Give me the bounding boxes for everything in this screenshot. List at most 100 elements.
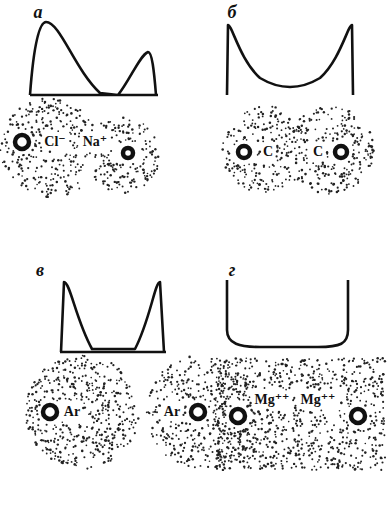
cloud-dot	[328, 193, 330, 195]
cloud-dot	[154, 156, 157, 159]
cloud-dot	[80, 399, 82, 401]
cloud-dot	[276, 173, 279, 176]
cloud-dot	[301, 180, 304, 183]
cloud-dot	[326, 151, 328, 153]
cloud-dot	[118, 181, 120, 183]
cloud-dot	[331, 429, 333, 431]
cloud-dot	[88, 413, 90, 415]
cloud-dot	[275, 365, 277, 367]
cloud-dot	[169, 366, 171, 368]
cloud-dot	[67, 174, 69, 176]
cloud-dot	[100, 173, 102, 175]
cloud-dot	[27, 396, 29, 398]
cloud-dot	[211, 371, 213, 373]
cloud-dot	[137, 171, 139, 173]
cloud-dot	[342, 120, 344, 122]
cloud-dot	[197, 447, 199, 449]
cloud-dot	[111, 458, 113, 460]
cloud-dot	[79, 109, 81, 111]
cloud-dot	[125, 404, 127, 406]
cloud-dot	[72, 124, 74, 126]
cloud-dot	[40, 150, 42, 152]
cloud-dot	[249, 184, 251, 186]
cloud-dot	[191, 380, 193, 382]
cloud-dot	[277, 121, 279, 123]
cloud-dot	[213, 440, 215, 442]
cloud-dot	[330, 182, 332, 184]
cloud-dot	[58, 459, 61, 462]
cloud-dot	[350, 173, 352, 175]
cloud-dot	[306, 139, 308, 141]
cloud-dot	[102, 154, 104, 156]
cloud-dot	[83, 456, 85, 458]
cloud-dot	[375, 419, 377, 421]
cloud-dot	[283, 426, 285, 428]
cloud-dot	[143, 172, 145, 174]
cloud-dot	[357, 126, 359, 128]
cloud-dot	[274, 106, 276, 108]
cloud-dot	[352, 135, 354, 137]
cloud-dot	[234, 172, 236, 174]
cloud-dot	[285, 135, 287, 137]
cloud-dot	[101, 434, 103, 436]
cloud-dot	[338, 449, 340, 451]
cloud-dot	[354, 177, 356, 179]
cloud-dot	[210, 393, 212, 395]
cloud-dot	[32, 417, 34, 419]
cloud-dot	[64, 446, 66, 448]
cloud-dot	[217, 420, 219, 422]
cloud-dot	[244, 385, 246, 387]
cloud-dot	[57, 174, 59, 176]
cloud-dot	[289, 175, 291, 177]
cloud-dot	[191, 449, 194, 452]
cloud-dot	[257, 126, 259, 128]
cloud-dot	[85, 375, 87, 377]
cloud-dot	[317, 191, 319, 193]
cloud-dot	[293, 130, 295, 132]
cloud-dot	[99, 168, 101, 170]
cloud-dot	[85, 361, 87, 363]
cloud-dot	[95, 434, 97, 436]
cloud-dot	[151, 427, 154, 430]
cloud-dot	[188, 368, 190, 370]
cloud-dot	[300, 138, 302, 140]
cloud-dot	[60, 177, 62, 179]
cloud-dot	[46, 390, 48, 392]
cloud-dot	[368, 146, 370, 148]
cloud-dot	[251, 422, 253, 424]
cloud-dot	[70, 112, 73, 115]
cloud-dot	[54, 362, 56, 364]
cloud-dot	[266, 437, 268, 439]
cloud-dot	[369, 415, 372, 418]
cloud-dot	[151, 170, 153, 172]
cloud-dot	[360, 171, 362, 173]
cloud-dot	[62, 393, 64, 395]
cloud-dot	[360, 386, 362, 388]
cloud-dot	[58, 113, 60, 115]
cloud-dot	[380, 457, 383, 460]
cloud-dot	[107, 188, 109, 190]
cloud-dot	[81, 440, 83, 442]
cloud-dot	[66, 444, 68, 446]
cloud-dot	[74, 380, 76, 382]
cloud-dot	[134, 432, 136, 434]
cloud-dot	[56, 400, 58, 402]
cloud-dot	[231, 451, 233, 453]
cloud-dot	[225, 398, 227, 400]
cloud-dot	[74, 360, 76, 362]
cloud-dot	[279, 372, 281, 374]
cloud-dot	[52, 367, 54, 369]
cloud-dot	[171, 376, 173, 378]
cloud-dot	[287, 167, 289, 169]
cloud-dot	[36, 167, 38, 169]
cloud-dot	[119, 130, 121, 132]
cloud-dot	[228, 372, 230, 374]
cloud-dot	[285, 429, 287, 431]
cloud-dot	[231, 363, 233, 365]
cloud-dot	[107, 404, 110, 407]
cloud-dot	[303, 157, 305, 159]
cloud-dot	[218, 380, 220, 382]
cloud-dot	[233, 166, 235, 168]
cloud-dot	[119, 423, 121, 425]
cloud-dot	[298, 127, 301, 130]
